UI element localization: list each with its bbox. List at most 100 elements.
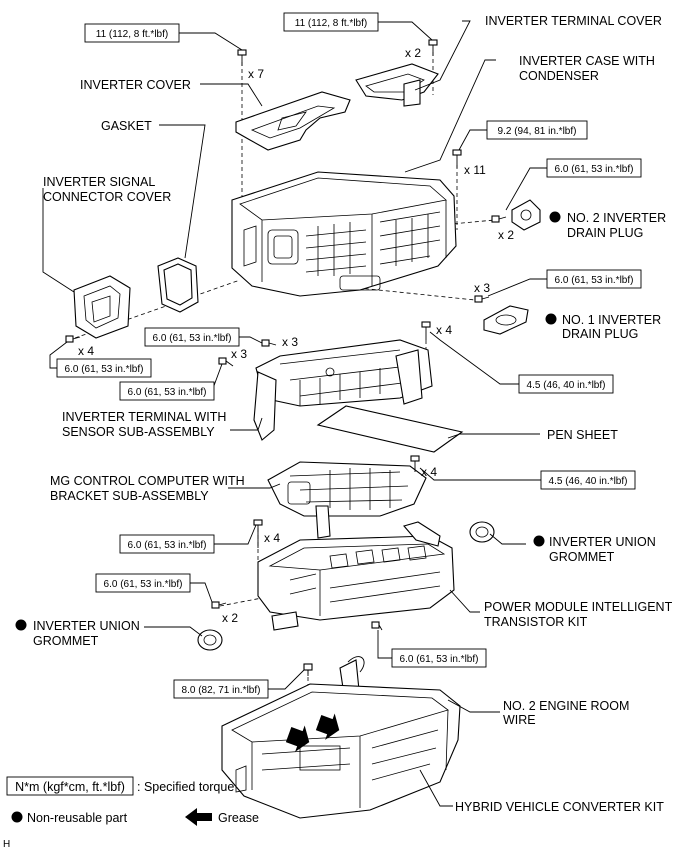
torque-box-terminal-cover: 11 (112, 8 ft.*lbf)	[283, 12, 379, 32]
torque-box-drain1: 6.0 (61, 53 in.*lbf)	[546, 269, 642, 289]
torque-value: 6.0 (61, 53 in.*lbf)	[128, 540, 207, 551]
torque-box-terminal-b: 6.0 (61, 53 in.*lbf)	[119, 381, 215, 401]
qty-case: x 11	[464, 163, 486, 177]
qty-drain2: x 2	[498, 228, 514, 242]
label-grommet-l-line2: GROMMET	[33, 634, 99, 648]
inverter-signal-connector-cover	[73, 275, 131, 339]
legend-torque-box	[6, 776, 134, 796]
bolt-terminal-right	[421, 321, 431, 340]
torque-value: 6.0 (61, 53 in.*lbf)	[153, 333, 232, 344]
no2-drain-plug	[511, 199, 541, 231]
torque-value: 8.0 (82, 71 in.*lbf)	[182, 685, 261, 696]
label-power-module-line2: TRANSISTOR KIT	[484, 615, 588, 629]
label-inverter-case-line2: CONDENSER	[519, 69, 599, 83]
label-inverter-case-line1: INVERTER CASE WITH	[519, 54, 655, 68]
label-engine-wire-line1: NO. 2 ENGINE ROOM	[503, 699, 629, 713]
torque-box-module-side: 6.0 (61, 53 in.*lbf)	[95, 573, 191, 593]
label-drain2-line2: DRAIN PLUG	[567, 226, 643, 240]
label-signal-cover-line1: INVERTER SIGNAL	[43, 175, 155, 189]
label-power-module-line1: POWER MODULE INTELLIGENT	[484, 600, 673, 614]
legend-non-reusable-icon	[11, 811, 23, 823]
legend-torque-unit: N*m (kgf*cm, ft.*lbf)	[15, 780, 125, 794]
inverter-case	[231, 171, 457, 297]
union-grommet-right	[469, 521, 495, 543]
torque-value: 9.2 (94, 81 in.*lbf)	[498, 126, 577, 137]
label-terminal-sensor-line2: SENSOR SUB-ASSEMBLY	[62, 425, 215, 439]
qty-module-long: x 4	[264, 531, 280, 545]
torque-box-mg-computer: 4.5 (46, 40 in.*lbf)	[540, 470, 636, 490]
qty-left: x 4	[78, 344, 94, 358]
pen-sheet	[316, 405, 464, 453]
bolt-cover	[237, 49, 247, 66]
label-drain2-line1: NO. 2 INVERTER	[567, 211, 666, 225]
part-labels: INVERTER TERMINAL COVER INVERTER CASE WI…	[33, 14, 673, 814]
qty-terminal-b: x 3	[231, 347, 247, 361]
label-grommet-l-line1: INVERTER UNION	[33, 619, 140, 633]
grease-arrow-icon	[315, 713, 340, 740]
bolt-mg	[410, 455, 420, 472]
qty-terminal-a: x 3	[282, 335, 298, 349]
non-reusable-dot-icon	[15, 619, 27, 631]
grease-arrow-icon	[285, 725, 310, 752]
torque-value: 4.5 (46, 40 in.*lbf)	[527, 380, 606, 391]
bolt-drain1	[474, 295, 490, 303]
label-drain1-line2: DRAIN PLUG	[562, 327, 638, 341]
torque-value: 6.0 (61, 53 in.*lbf)	[555, 275, 634, 286]
legend-torque-desc: : Specified torque	[137, 780, 234, 794]
bolt-case	[452, 149, 462, 168]
torque-value: 11 (112, 8 ft.*lbf)	[295, 18, 367, 29]
bolt-module-side	[211, 601, 227, 609]
non-reusable-dot-icon	[549, 211, 561, 223]
legend-grease-arrow-icon	[185, 808, 212, 826]
torque-box-case: 9.2 (94, 81 in.*lbf)	[486, 120, 588, 140]
torque-box-module-long: 6.0 (61, 53 in.*lbf)	[119, 534, 215, 554]
torque-box-left-bolts: 6.0 (61, 53 in.*lbf)	[56, 358, 152, 378]
legend: N*m (kgf*cm, ft.*lbf) : Specified torque…	[6, 776, 259, 826]
bolt-module-lower	[371, 621, 383, 631]
bolt-drain2	[491, 215, 507, 223]
bolt-terminal-cover	[428, 39, 438, 56]
torque-value: 6.0 (61, 53 in.*lbf)	[104, 579, 183, 590]
torque-value: 6.0 (61, 53 in.*lbf)	[128, 387, 207, 398]
bolt-terminal-b	[218, 357, 234, 367]
label-mg-computer-line1: MG CONTROL COMPUTER WITH	[50, 474, 245, 488]
bolt-terminal-a	[261, 339, 277, 347]
label-engine-wire-line2: WIRE	[503, 713, 536, 727]
inverter-terminal-with-sensor	[253, 339, 433, 441]
union-grommet-left	[197, 629, 223, 651]
qty-mg: x 4	[421, 465, 437, 479]
legend-non-reusable-label: Non-reusable part	[27, 811, 128, 825]
non-reusable-dot-icon	[545, 313, 557, 325]
torque-box-module-lower: 6.0 (61, 53 in.*lbf)	[391, 648, 487, 668]
mg-control-computer	[267, 461, 427, 539]
label-inverter-terminal-cover: INVERTER TERMINAL COVER	[485, 14, 662, 28]
legend-grease-label: Grease	[218, 811, 259, 825]
torque-box-terminal-right: 4.5 (46, 40 in.*lbf)	[518, 374, 614, 394]
no1-drain-plug	[483, 305, 529, 335]
label-mg-computer-line2: BRACKET SUB-ASSEMBLY	[50, 489, 209, 503]
label-pen-sheet: PEN SHEET	[547, 428, 618, 442]
torque-box-terminal-a: 6.0 (61, 53 in.*lbf)	[144, 327, 240, 347]
qty-terminal-right: x 4	[436, 323, 452, 337]
qty-cover: x 7	[248, 67, 264, 81]
label-signal-cover-line2: CONNECTOR COVER	[43, 190, 171, 204]
bolt-left	[65, 335, 81, 343]
non-reusable-markers	[15, 211, 561, 631]
bolt-module-long	[253, 519, 263, 548]
qty-module-side: x 2	[222, 611, 238, 625]
corner-mark: H	[3, 839, 10, 850]
label-terminal-sensor-line1: INVERTER TERMINAL WITH	[62, 410, 226, 424]
power-module	[257, 521, 455, 631]
torque-value: 6.0 (61, 53 in.*lbf)	[400, 654, 479, 665]
torque-value: 11 (112, 8 ft.*lbf)	[96, 29, 168, 40]
quantities: x 7 x 2 x 11 x 2 x 3 x 4 x 3 x 3 x 4 x 4…	[78, 46, 514, 625]
torque-box-engine-wire: 8.0 (82, 71 in.*lbf)	[173, 679, 269, 699]
label-converter-kit: HYBRID VEHICLE CONVERTER KIT	[455, 800, 664, 814]
gasket	[157, 257, 199, 313]
label-grommet-r-line1: INVERTER UNION	[549, 535, 656, 549]
torque-box-drain2: 6.0 (61, 53 in.*lbf)	[546, 158, 642, 178]
torque-value: 4.5 (46, 40 in.*lbf)	[549, 476, 628, 487]
label-grommet-r-line2: GROMMET	[549, 550, 615, 564]
